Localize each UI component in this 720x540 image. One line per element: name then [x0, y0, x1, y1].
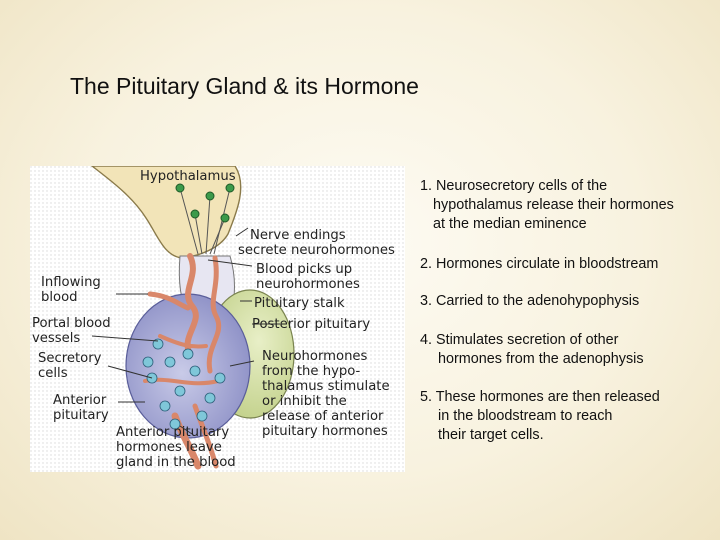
step-5-line-1: 5. These hormones are then released [420, 389, 660, 405]
label-blood-picks-up: Blood picks up neurohormones [256, 262, 360, 292]
label-portal-blood-vessels: Portal blood vessels [32, 316, 115, 346]
step-1-line-1: 1. Neurosecretory cells of the [420, 178, 608, 194]
step-5-line-3: their target cells. [438, 427, 544, 443]
step-2: 2. Hormones circulate in bloodstream [420, 255, 658, 274]
pituitary-diagram: Hypothalamus Nerve endings secrete neuro… [30, 166, 405, 472]
step-5-line-2: in the bloodstream to reach [438, 408, 613, 424]
label-secretory-cells: Secretory cells [38, 351, 106, 381]
label-anterior-pituitary: Anterior pituitary [53, 393, 110, 423]
label-neurohormones-from: Neurohormones from the hypo- thalamus st… [262, 349, 394, 439]
label-hypothalamus: Hypothalamus [140, 169, 236, 184]
label-posterior-pituitary: Posterior pituitary [252, 317, 370, 332]
slide-title: The Pituitary Gland & its Hormone [70, 73, 419, 99]
step-4-line-1: 4. Stimulates secretion of other [420, 332, 619, 348]
step-2-line-1: 2. Hormones circulate in bloodstream [420, 256, 659, 272]
pointer-lines [91, 227, 280, 435]
step-4-line-2: hormones from the adenophysis [438, 351, 644, 367]
label-anterior-hormones-leave: Anterior pituitary hormones leave gland … [116, 425, 236, 470]
step-1-line-3: at the median eminence [433, 216, 587, 232]
step-3-line-1: 3. Carried to the adenohypophysis [420, 293, 640, 309]
step-5: 5. These hormones are then released in t… [420, 388, 660, 445]
step-4: 4. Stimulates secretion of other hormone… [420, 331, 644, 369]
label-nerve-endings: Nerve endings secrete neurohormones [238, 228, 395, 258]
step-1: 1. Neurosecretory cells of the hypothala… [420, 177, 674, 234]
step-3: 3. Carried to the adenohypophysis [420, 292, 639, 311]
label-inflowing-blood: Inflowing blood [41, 275, 105, 305]
step-1-line-2: hypothalamus release their hormones [433, 197, 674, 213]
neurosecretory-cells [175, 183, 235, 255]
secretory-cells [142, 338, 226, 430]
label-pituitary-stalk: Pituitary stalk [254, 296, 345, 311]
